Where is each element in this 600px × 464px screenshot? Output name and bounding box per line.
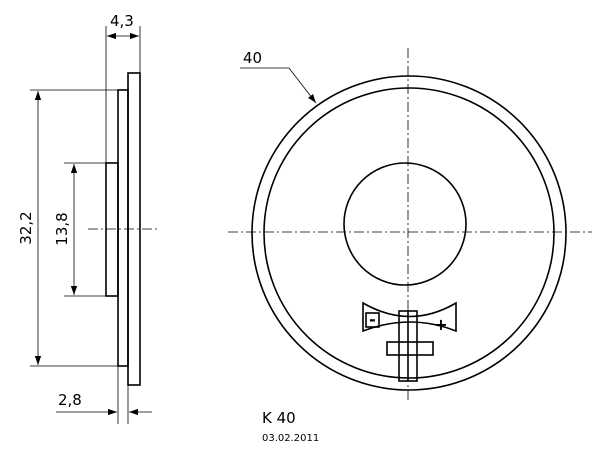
center-circle bbox=[343, 162, 467, 286]
drawing-date: 03.02.2011 bbox=[262, 433, 319, 444]
front-view: 40 - + bbox=[228, 48, 592, 402]
dim-40-leader bbox=[240, 67, 317, 104]
dim-4-3-label: 4,3 bbox=[110, 12, 134, 30]
dim-13-8-label: 13,8 bbox=[53, 212, 71, 245]
dim-40-label: 40 bbox=[243, 49, 262, 67]
terminal-plate bbox=[362, 301, 457, 333]
solder-pad bbox=[386, 341, 434, 356]
terminal-block: - + bbox=[362, 301, 457, 382]
side-inner-boss bbox=[105, 162, 119, 297]
dim-32-2-label: 32,2 bbox=[17, 211, 35, 244]
outer-circle bbox=[251, 75, 567, 391]
negative-box bbox=[365, 312, 380, 328]
negative-symbol: - bbox=[369, 310, 376, 329]
side-middle-step bbox=[117, 89, 129, 367]
side-view: 4,3 32,2 13,8 2,8 bbox=[17, 12, 160, 424]
positive-symbol: + bbox=[434, 315, 447, 334]
title-block: K 40 03.02.2011 bbox=[262, 409, 319, 444]
rim-circle bbox=[263, 87, 555, 379]
part-name: K 40 bbox=[262, 409, 296, 427]
dim-2-8-label: 2,8 bbox=[58, 391, 82, 409]
